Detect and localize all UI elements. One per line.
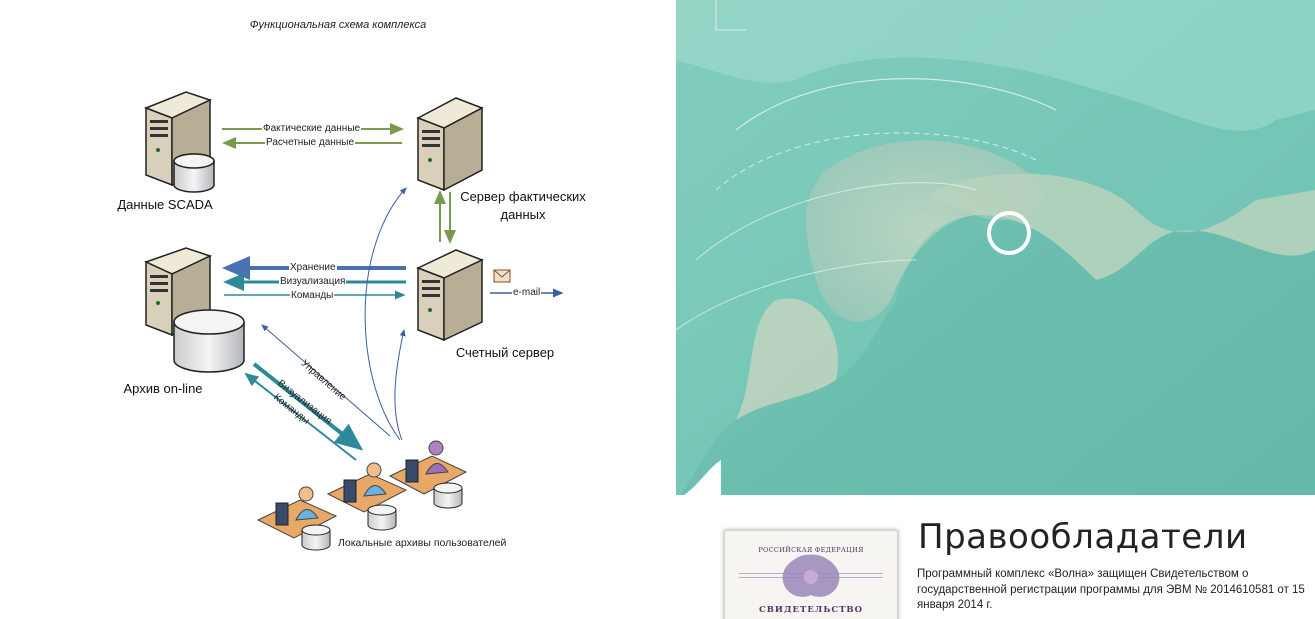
fact-server-label-line1: Сервер фактических bbox=[460, 189, 586, 204]
page-heading: Правообладатели bbox=[918, 517, 1248, 557]
edge-commands: Команды bbox=[290, 290, 335, 302]
certificate-image: РОССИЙСКАЯ ФЕДЕРАЦИЯ СВИДЕТЕЛЬСТВО bbox=[724, 530, 898, 619]
archive-label: Архив on-line bbox=[123, 381, 203, 396]
calc-server-label: Счетный сервер bbox=[455, 345, 555, 360]
user-workstation-icon bbox=[326, 462, 408, 531]
user-workstation-icon bbox=[256, 486, 338, 551]
coat-of-arms-icon bbox=[739, 554, 883, 597]
edge-storage: Хранение bbox=[289, 262, 337, 274]
certificate-title: СВИДЕТЕЛЬСТВО bbox=[758, 605, 864, 615]
copyright-paragraph: Программный комплекс «Волна» защищен Сви… bbox=[917, 568, 1305, 611]
calc-server-icon bbox=[416, 249, 484, 342]
right-panel: РОССИЙСКАЯ ФЕДЕРАЦИЯ СВИДЕТЕЛЬСТВО Право… bbox=[676, 0, 1315, 619]
scada-label: Данные SCADA bbox=[117, 197, 213, 212]
aerial-map-image bbox=[676, 0, 1315, 520]
diagram-graphics bbox=[143, 91, 564, 551]
edge-visualization: Визуализация bbox=[279, 276, 347, 288]
fact-server-label-line2: данных bbox=[500, 207, 546, 222]
edge-email: e-mail bbox=[512, 287, 542, 299]
scada-server-icon bbox=[143, 91, 215, 193]
certificate-top-text: РОССИЙСКАЯ ФЕДЕРАЦИЯ bbox=[758, 546, 864, 554]
local-archives-label: Локальные архивы пользователей bbox=[338, 537, 507, 549]
archive-server-icon bbox=[144, 247, 245, 373]
diagram-caption: Функциональная схема комплекса bbox=[249, 19, 427, 31]
email-icon bbox=[493, 269, 511, 283]
edge-fact-data: Фактические данные bbox=[262, 123, 362, 135]
edge-calc-data: Расчетные данные bbox=[265, 137, 356, 149]
user-workstation-icon bbox=[388, 440, 468, 509]
diagram-panel: Функциональная схема комплекса bbox=[117, 19, 586, 551]
fact-server-icon bbox=[416, 97, 484, 192]
